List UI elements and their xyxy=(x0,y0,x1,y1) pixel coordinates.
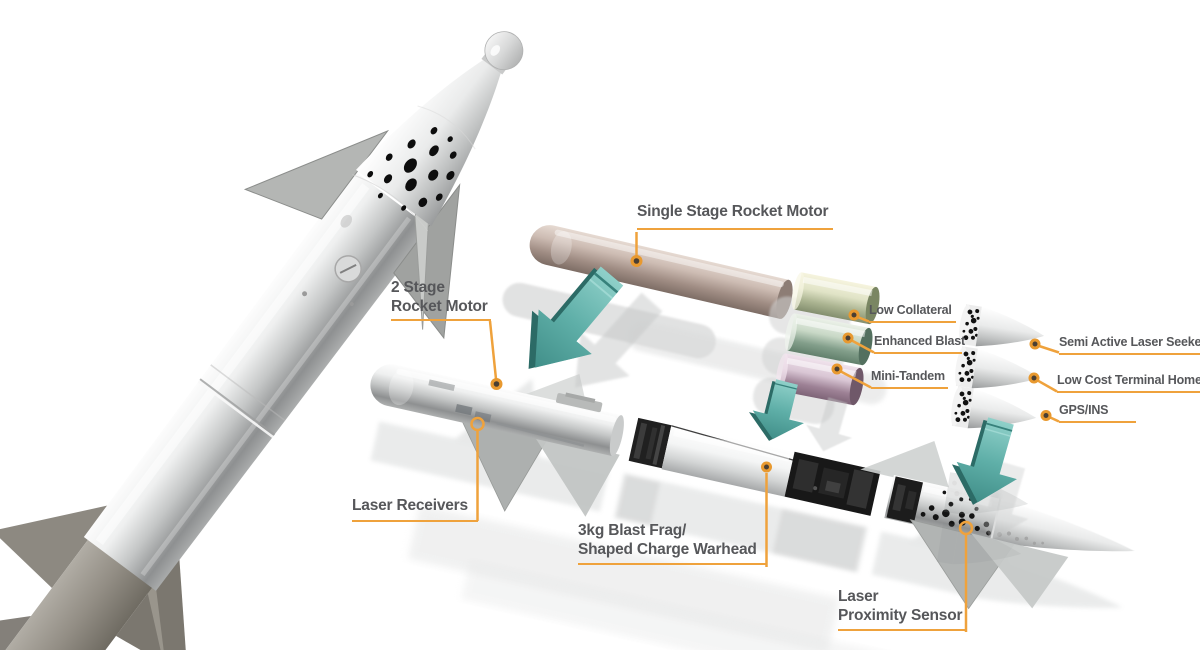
label-text: 3kg Blast Frag/ xyxy=(578,522,687,539)
hero-tail-pipe xyxy=(1,535,155,650)
label-text: Low Cost Terminal Home xyxy=(1057,373,1200,387)
label-laser-receivers: Laser Receivers xyxy=(352,497,478,522)
leader-single-stage xyxy=(630,232,643,267)
label-enhanced-blast: Enhanced Blast xyxy=(874,334,965,354)
two-stage-motor-section xyxy=(370,364,624,457)
leader-gps-ins xyxy=(1040,410,1060,423)
leader-warhead xyxy=(761,461,772,567)
label-text: Enhanced Blast xyxy=(874,334,965,348)
label-low-cost-terminal-homing: Low Cost Terminal Home xyxy=(1057,373,1200,393)
label-text: Laser Receivers xyxy=(352,497,468,514)
seeker-semi-active-laser xyxy=(959,304,1045,347)
leader-low-cost xyxy=(1028,372,1058,393)
label-single-stage-rocket-motor: Single Stage Rocket Motor xyxy=(637,203,833,230)
hero-missile xyxy=(0,31,524,650)
label-mini-tandem: Mini-Tandem xyxy=(871,369,948,389)
label-text: Low Collateral xyxy=(869,303,952,317)
label-semi-active-laser-seeker: Semi Active Laser Seeker xyxy=(1059,335,1200,355)
single-stage-rocket-motor xyxy=(529,225,793,319)
seeker-module-reflection xyxy=(936,522,1022,565)
hero-tail-fins xyxy=(0,503,188,650)
seeker-upper-fin xyxy=(860,441,950,491)
laser-receiver-ports xyxy=(428,379,585,447)
exploded-missile xyxy=(370,364,1136,610)
flow-arrow-seeker xyxy=(942,412,1032,514)
seeker-low-cost-terminal xyxy=(955,346,1041,389)
flow-arrows xyxy=(502,253,1042,549)
label-text: Mini-Tandem xyxy=(871,369,945,383)
leader-low-collateral xyxy=(848,309,870,323)
warhead-section xyxy=(628,417,881,516)
leader-lines xyxy=(470,232,1060,632)
leader-laser-proximity xyxy=(958,520,974,632)
label-laser-proximity-sensor: Laser Proximity Sensor xyxy=(838,588,966,632)
label-text: Rocket Motor xyxy=(391,297,488,315)
label-two-stage-rocket-motor: 2 Stage Rocket Motor xyxy=(391,279,491,322)
leader-semi-active xyxy=(1029,338,1060,354)
hero-nose-cone xyxy=(356,55,504,227)
hero-seeker-dome xyxy=(484,31,524,71)
label-text: Proximity Sensor xyxy=(838,606,963,624)
leader-two-stage xyxy=(488,320,503,390)
seeker-gps-ins xyxy=(951,386,1037,429)
label-text: Laser xyxy=(838,588,879,605)
label-warhead: 3kg Blast Frag/ Shaped Charge Warhead xyxy=(578,522,767,566)
label-text: Single Stage Rocket Motor xyxy=(637,203,829,220)
leader-mini-tandem xyxy=(831,363,872,389)
nose-fin xyxy=(971,533,1069,609)
flow-arrow-payload xyxy=(743,375,813,448)
label-text: 2 Stage xyxy=(391,279,445,296)
flow-arrow-single-stage xyxy=(502,253,639,392)
label-low-collateral: Low Collateral xyxy=(869,303,956,323)
label-gps-ins: GPS/INS xyxy=(1059,403,1136,423)
label-text: GPS/INS xyxy=(1059,403,1109,417)
tail-fin xyxy=(532,433,620,517)
hero-proximity-sensor-ports xyxy=(367,127,457,211)
leader-enhanced-blast xyxy=(842,332,875,354)
label-text: Shaped Charge Warhead xyxy=(578,540,757,558)
label-text: Semi Active Laser Seeker xyxy=(1059,335,1200,349)
leader-laser-receivers xyxy=(470,416,485,521)
